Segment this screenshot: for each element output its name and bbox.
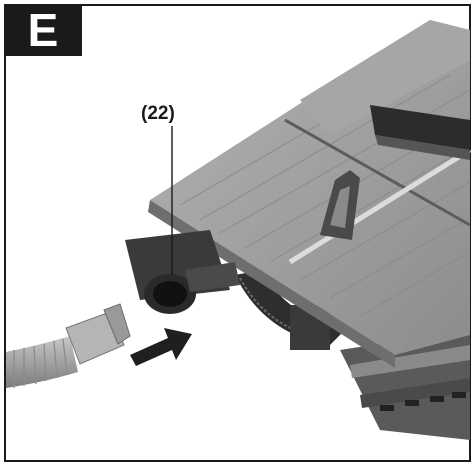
rip-fence	[370, 105, 470, 160]
vacuum-hose	[6, 303, 131, 388]
callout-label-22: (22)	[141, 103, 175, 124]
saw-base	[340, 330, 470, 440]
riving-knife	[320, 170, 360, 240]
push-direction-arrow	[130, 328, 192, 366]
step-badge: E	[4, 4, 82, 56]
dust-extraction-port	[125, 230, 240, 314]
